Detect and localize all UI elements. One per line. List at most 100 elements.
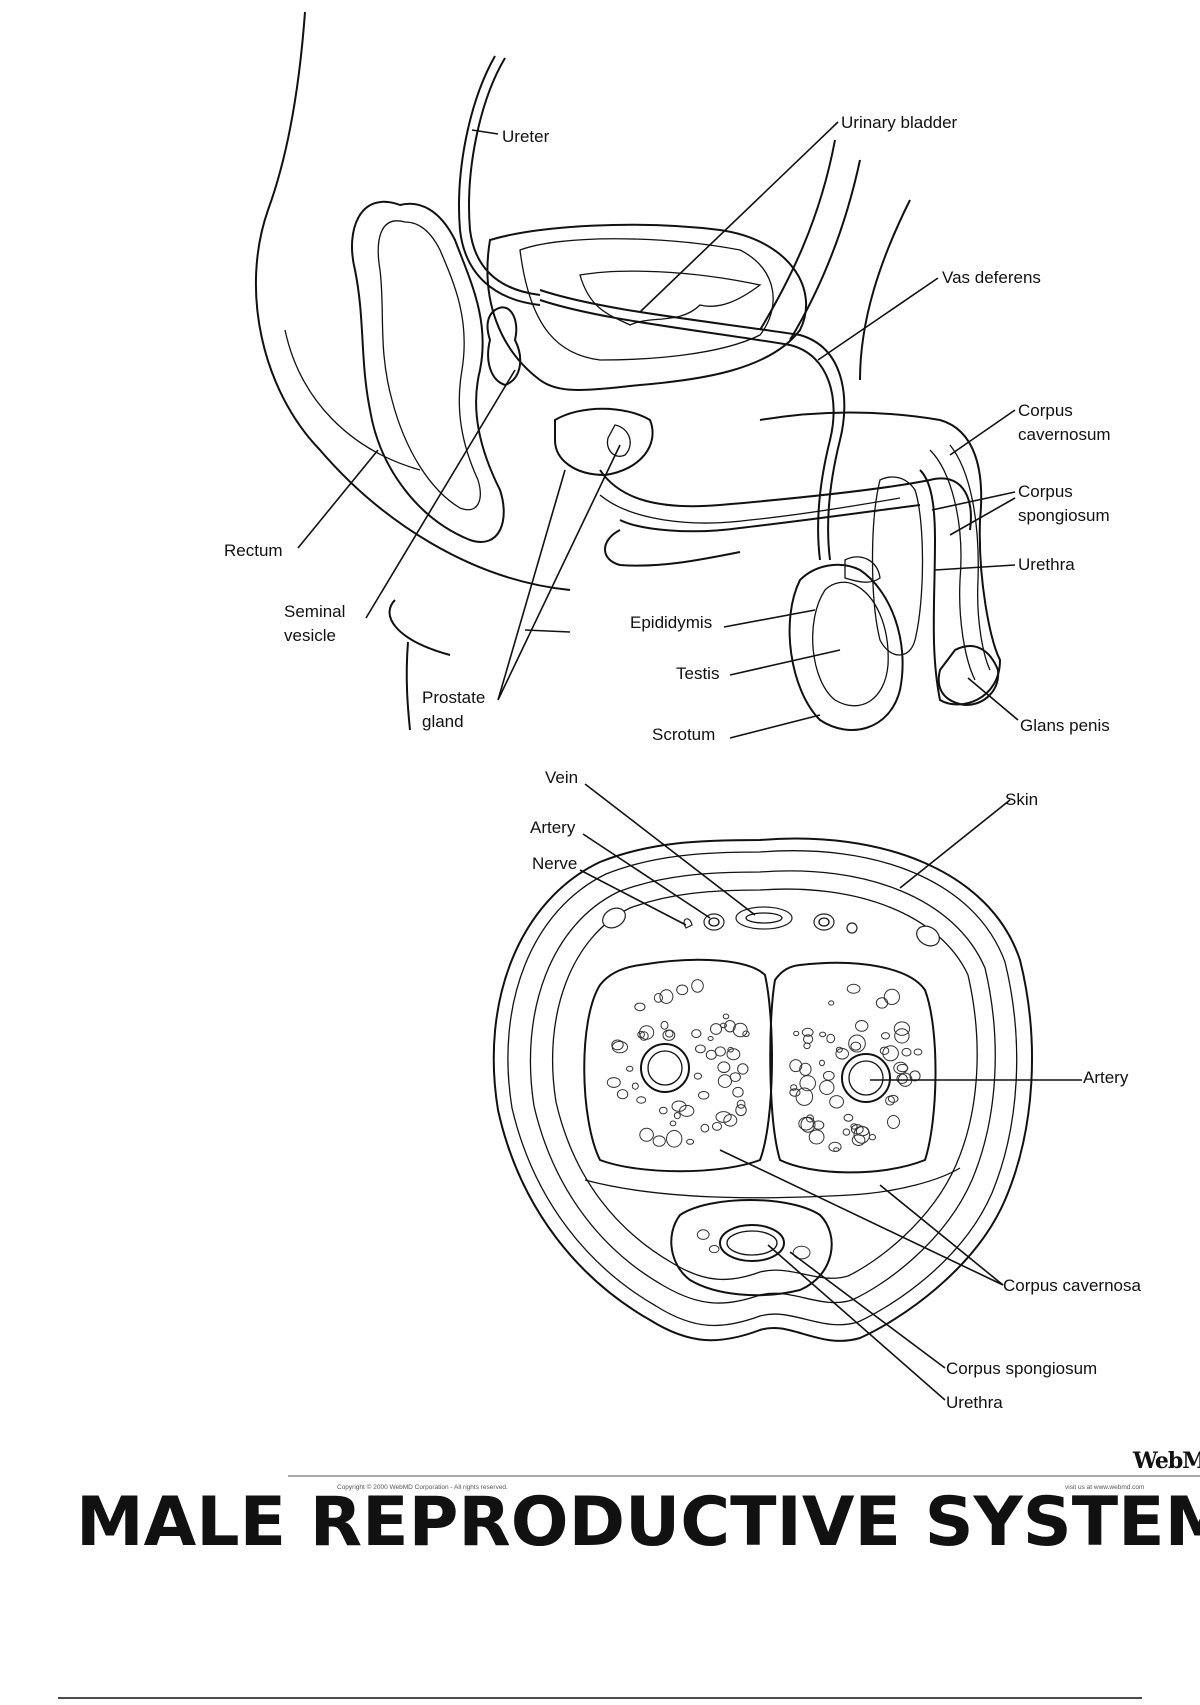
tissue-cavity bbox=[855, 1020, 869, 1032]
copyright-text: Copyright © 2000 WebMD Corporation - All… bbox=[337, 1483, 508, 1491]
label-corpus-spongiosum-cross: Corpus spongiosum bbox=[946, 1359, 1097, 1378]
label-rectum: Rectum bbox=[224, 541, 283, 560]
tissue-cavity bbox=[901, 1047, 912, 1057]
tissue-cavity bbox=[850, 1041, 862, 1051]
cross-section-labels: Vein Artery Nerve Skin Artery Corpus cav… bbox=[530, 768, 1142, 1412]
tissue-cavity bbox=[700, 1123, 710, 1133]
label-skin: Skin bbox=[1005, 790, 1038, 809]
sagittal-labels: Ureter Urinary bladder Vas deferens Corp… bbox=[224, 113, 1111, 744]
label-corpus-cavernosum-1: Corpus bbox=[1018, 401, 1073, 420]
tissue-cavity bbox=[611, 1039, 624, 1051]
label-seminal-vesicle-1: Seminal bbox=[284, 602, 345, 621]
tissue-cavity bbox=[885, 1095, 895, 1106]
tissue-cavity bbox=[737, 1063, 749, 1075]
tissue-cavity bbox=[855, 1126, 870, 1137]
label-urethra-sagittal: Urethra bbox=[1018, 555, 1075, 574]
label-prostate-gland-2: gland bbox=[422, 712, 464, 731]
tissue-cavity bbox=[829, 1095, 844, 1109]
label-urethra-cross: Urethra bbox=[946, 1393, 1003, 1412]
tissue-cavity bbox=[696, 1229, 710, 1240]
tissue-cavity bbox=[708, 1245, 720, 1254]
label-seminal-vesicle-2: vesicle bbox=[284, 626, 336, 645]
tissue-cavity bbox=[843, 1113, 854, 1122]
label-corpus-cavernosa: Corpus cavernosa bbox=[1003, 1276, 1142, 1295]
tissue-cavity bbox=[727, 1046, 734, 1053]
cross-section-illustration bbox=[492, 837, 1033, 1342]
tissue-cavity bbox=[707, 1036, 714, 1041]
tissue-cavity bbox=[665, 1029, 674, 1038]
tissue-cavity bbox=[669, 1120, 677, 1127]
tissue-cavity bbox=[803, 1034, 814, 1044]
tissue-cavity bbox=[793, 1030, 800, 1037]
tissue-cavity bbox=[887, 1115, 900, 1129]
tissue-cavity bbox=[846, 983, 861, 994]
tissue-cavity bbox=[789, 1088, 801, 1097]
tissue-cavity bbox=[848, 1034, 866, 1053]
tissue-cavity bbox=[616, 1089, 629, 1100]
tissue-cavity bbox=[611, 1040, 629, 1054]
tissue-cavity bbox=[660, 1020, 669, 1030]
label-corpus-spongiosum-2: spongiosum bbox=[1018, 506, 1110, 525]
cross-section-leader-lines bbox=[579, 783, 1082, 1401]
tissue-cavity bbox=[626, 1065, 634, 1072]
label-artery-right: Artery bbox=[1083, 1068, 1129, 1087]
tissue-cavity bbox=[639, 1031, 649, 1041]
tissue-cavity bbox=[826, 1033, 836, 1044]
tissue-cavity bbox=[875, 997, 889, 1009]
tissue-cavity bbox=[637, 1030, 645, 1039]
tissue-cavity bbox=[714, 1046, 726, 1057]
tissue-cavity bbox=[631, 1082, 639, 1090]
tissue-cavity bbox=[835, 1048, 850, 1060]
tissue-cavity bbox=[717, 1074, 733, 1088]
tissue-cavity bbox=[691, 1029, 702, 1039]
tissue-cavity bbox=[887, 1094, 899, 1103]
tissue-cavity bbox=[801, 1027, 814, 1037]
tissue-cavity bbox=[666, 1130, 683, 1148]
tissue-cavity bbox=[659, 989, 674, 1004]
tissue-cavity bbox=[819, 1059, 825, 1067]
tissue-cavity bbox=[893, 1061, 908, 1075]
tissue-cavity bbox=[653, 993, 664, 1003]
tissue-cavity bbox=[673, 1112, 681, 1120]
tissue-cavity bbox=[881, 1032, 890, 1040]
tissue-cavity bbox=[720, 1022, 727, 1029]
label-epididymis: Epididymis bbox=[630, 613, 712, 632]
tissue-cavity bbox=[695, 1044, 706, 1054]
tissue-cavity bbox=[828, 1000, 835, 1006]
label-glans-penis: Glans penis bbox=[1020, 716, 1110, 735]
tissue-cavity bbox=[639, 1127, 654, 1142]
sagittal-view-illustration bbox=[254, 11, 1002, 731]
tissue-cavity bbox=[795, 1087, 814, 1106]
tissue-cavity bbox=[800, 1116, 816, 1133]
label-testis: Testis bbox=[676, 664, 719, 683]
tissue-cavity bbox=[693, 1072, 703, 1080]
visit-text: visit us at www.webmd.com bbox=[1065, 1484, 1144, 1491]
tissue-cavity bbox=[715, 1111, 732, 1123]
tissue-cavity bbox=[659, 1106, 668, 1115]
tissue-cavity bbox=[806, 1114, 814, 1123]
label-corpus-spongiosum-1: Corpus bbox=[1018, 482, 1073, 501]
tissue-cavity bbox=[671, 1100, 687, 1112]
tissue-cavity bbox=[799, 1075, 817, 1092]
tissue-cavity bbox=[652, 1135, 666, 1147]
tissue-cavity bbox=[732, 1086, 744, 1098]
erectile-tissue-texture bbox=[606, 979, 923, 1260]
webmd-logo: WebMD bbox=[1132, 1448, 1200, 1474]
tissue-cavity bbox=[792, 1245, 811, 1260]
label-urinary-bladder: Urinary bladder bbox=[841, 113, 958, 132]
tissue-cavity bbox=[691, 979, 704, 993]
tissue-cavity bbox=[893, 1021, 911, 1036]
tissue-cavity bbox=[634, 1002, 646, 1012]
tissue-cavity bbox=[722, 1013, 730, 1020]
tissue-cavity bbox=[812, 1120, 825, 1130]
label-corpus-cavernosum-2: cavernosum bbox=[1018, 425, 1111, 444]
label-vas-deferens: Vas deferens bbox=[942, 268, 1041, 287]
tissue-cavity bbox=[868, 1134, 877, 1141]
tissue-cavity bbox=[850, 1123, 858, 1130]
tissue-cavity bbox=[789, 1059, 803, 1073]
tissue-cavity bbox=[676, 984, 689, 996]
tissue-cavity bbox=[819, 1031, 827, 1038]
tissue-cavity bbox=[710, 1023, 722, 1035]
tissue-cavity bbox=[879, 1046, 890, 1056]
